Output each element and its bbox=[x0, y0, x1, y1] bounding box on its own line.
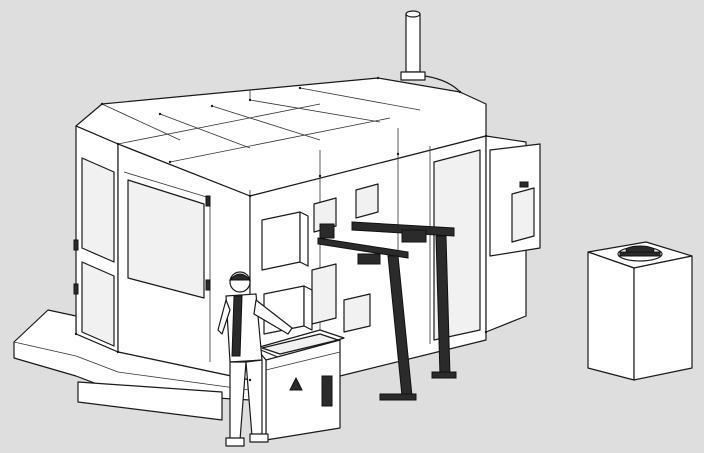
chiller-unit bbox=[587, 241, 693, 381]
operator-console bbox=[255, 329, 345, 441]
front-window-panel bbox=[117, 143, 251, 381]
rear-cabinet bbox=[485, 135, 541, 333]
electrical-box-upper bbox=[261, 211, 309, 271]
base-platform bbox=[13, 309, 251, 421]
exhaust-chimney bbox=[400, 10, 463, 95]
left-door-panel bbox=[73, 125, 119, 353]
gantry-arm bbox=[317, 221, 457, 401]
panel-fasteners bbox=[74, 76, 488, 382]
